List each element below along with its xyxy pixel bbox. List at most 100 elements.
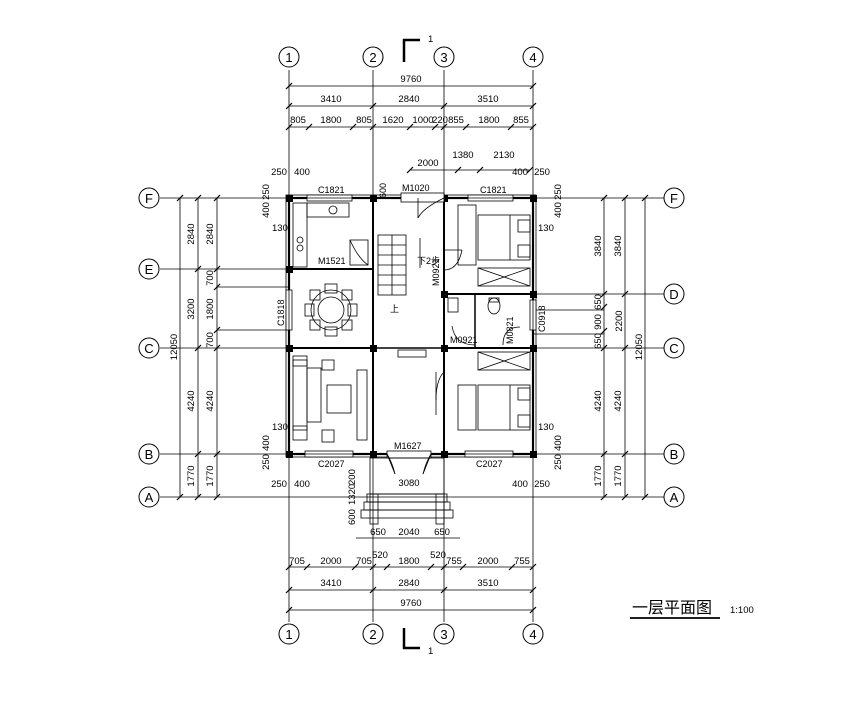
dim-right-inner-1: 3840 [613, 235, 624, 256]
label-c0918: C0918 [537, 305, 547, 332]
dim-right-corner-b1: 400 [553, 435, 564, 451]
dim-bot-sub-3: 705 [356, 556, 372, 567]
label-m0921-b: M0921 [450, 335, 478, 345]
dim-bot-total: 9760 [400, 598, 421, 609]
dim-right-inner-2: 650 [593, 294, 604, 310]
dim-top-sub-6: 220 [432, 115, 448, 126]
section-mark-bottom: 1 [428, 646, 433, 657]
label-stair-down: 下2步 [417, 256, 440, 266]
plan-title: 一层平面图 [632, 598, 712, 617]
dim-left-outer-4: 1770 [186, 465, 197, 486]
dim-left-inner-5: 4240 [205, 390, 216, 411]
right-dimensions: 12050 3840 2200 4240 1770 3840 650 900 6… [553, 184, 645, 487]
dim-bot-sub-2: 2000 [320, 556, 341, 567]
axis-2-bottom: 2 [369, 627, 376, 642]
axis-1-bottom: 1 [285, 627, 292, 642]
porch-depth-dims: 600 1320 200 [347, 469, 358, 525]
dim-top-door-1: 2000 [417, 158, 438, 169]
dim-left-corner-b1: 400 [261, 435, 272, 451]
label-m0921-a: M0921 [431, 258, 441, 286]
axis-1-top: 1 [285, 50, 292, 65]
axis-2-top: 2 [369, 50, 376, 65]
axis-D-right: D [669, 287, 678, 302]
dim-bot-corner-r1: 400 [512, 479, 528, 490]
axis-A-right: A [670, 490, 679, 505]
dim-bot-sub-1: 705 [289, 556, 305, 567]
dim-bot-sub-5: 1800 [398, 556, 419, 567]
dim-left-corner-b2: 250 [261, 454, 272, 470]
dim-left-small-2: 130 [272, 422, 288, 433]
axis-bubbles [138, 46, 685, 645]
axis-3-top: 3 [440, 50, 447, 65]
dim-bot-step-3: 650 [434, 527, 450, 538]
dim-left-inner-2: 700 [205, 270, 216, 286]
label-c2027-right: C2027 [476, 459, 503, 469]
label-c1821-left: C1821 [318, 185, 345, 195]
dim-right-corner-t1: 400 [553, 202, 564, 218]
section-mark-top: 1 [428, 34, 433, 45]
dim-top-door-3: 2130 [493, 150, 514, 161]
dim-bot-bay-1: 3410 [320, 578, 341, 589]
dim-top-door-2: 1380 [452, 150, 473, 161]
dim-top-corner-r1: 400 [512, 167, 528, 178]
dim-left-outer-3: 4240 [186, 390, 197, 411]
dim-right-corner-b2: 250 [553, 454, 564, 470]
dim-left-inner-4: 700 [205, 332, 216, 348]
dim-top-sub-3: 805 [356, 115, 372, 126]
dim-top-sub-2: 1800 [320, 115, 341, 126]
top-dimensions: 9760 3410 2840 3510 805 1800 805 1620 10… [271, 74, 550, 178]
dim-top-sub-4: 1620 [382, 115, 403, 126]
dim-right-inner-6: 1770 [613, 465, 624, 486]
axis-4-top: 4 [529, 50, 536, 65]
axis-F-right: F [670, 191, 678, 206]
dim-bot-corner-r2: 250 [534, 479, 550, 490]
dim-right-inner-5: 4240 [613, 390, 624, 411]
dim-left-total: 12050 [169, 334, 180, 360]
dim-top-bay-1: 3410 [320, 94, 341, 105]
dim-porch-depth-3: 200 [347, 469, 358, 485]
axis-E-left: E [145, 262, 154, 277]
dim-top-sub-8: 1800 [478, 115, 499, 126]
dim-top-sub-7: 855 [448, 115, 464, 126]
dim-porch-depth-2: 1320 [347, 484, 358, 505]
dim-bot-sub-4: 520 [372, 550, 388, 561]
axis-3-bottom: 3 [440, 627, 447, 642]
dim-right-inner-4: 650 [593, 333, 604, 349]
dim-right-outer-1: 3840 [593, 235, 604, 256]
label-c2027-left: C2027 [318, 459, 345, 469]
dim-left-small-1: 130 [272, 223, 288, 234]
dim-left-corner-t2: 400 [261, 202, 272, 218]
dim-top-sub-5: 1000 [412, 115, 433, 126]
dim-right-corner-t2: 250 [553, 184, 564, 200]
dim-bot-sub-7: 755 [446, 556, 462, 567]
label-m1020: M1020 [402, 183, 430, 193]
bottom-dimensions: 705 2000 705 520 1800 520 755 2000 755 3… [271, 478, 550, 609]
dim-top-sub-9: 855 [513, 115, 529, 126]
dim-top-total: 9760 [400, 74, 421, 85]
dim-bot-corner-l2: 400 [294, 479, 310, 490]
label-m0821: M0821 [505, 316, 515, 344]
dim-right-outer-4: 1770 [593, 465, 604, 486]
label-c1818: C1818 [276, 299, 286, 326]
dim-left-outer-1: 2840 [186, 223, 197, 244]
dim-bot-bay-3: 3510 [477, 578, 498, 589]
axis-C-right: C [669, 341, 678, 356]
dim-bot-step-2: 2040 [398, 527, 419, 538]
dim-left-inner-1: 2840 [205, 223, 216, 244]
dim-right-small-2: 130 [538, 422, 554, 433]
left-dimensions: 12050 2840 3200 4240 1770 2840 700 1800 … [169, 184, 272, 487]
label-c1821-right: C1821 [480, 185, 507, 195]
axis-4-bottom: 4 [529, 627, 536, 642]
axis-B-left: B [145, 447, 154, 462]
opening-labels: C1821 C1821 M1020 M1521 C1818 M0921 M092… [276, 183, 547, 469]
dim-left-outer-2: 3200 [186, 298, 197, 319]
dim-left-corner-t1: 250 [261, 184, 272, 200]
dim-top-bay-2: 2840 [398, 94, 419, 105]
axis-F-left: F [145, 191, 153, 206]
dim-right-outer-3: 4240 [593, 390, 604, 411]
dim-right-total: 12050 [634, 334, 645, 360]
plan-scale: 1:100 [730, 605, 754, 616]
dim-top-sub-1: 805 [290, 115, 306, 126]
